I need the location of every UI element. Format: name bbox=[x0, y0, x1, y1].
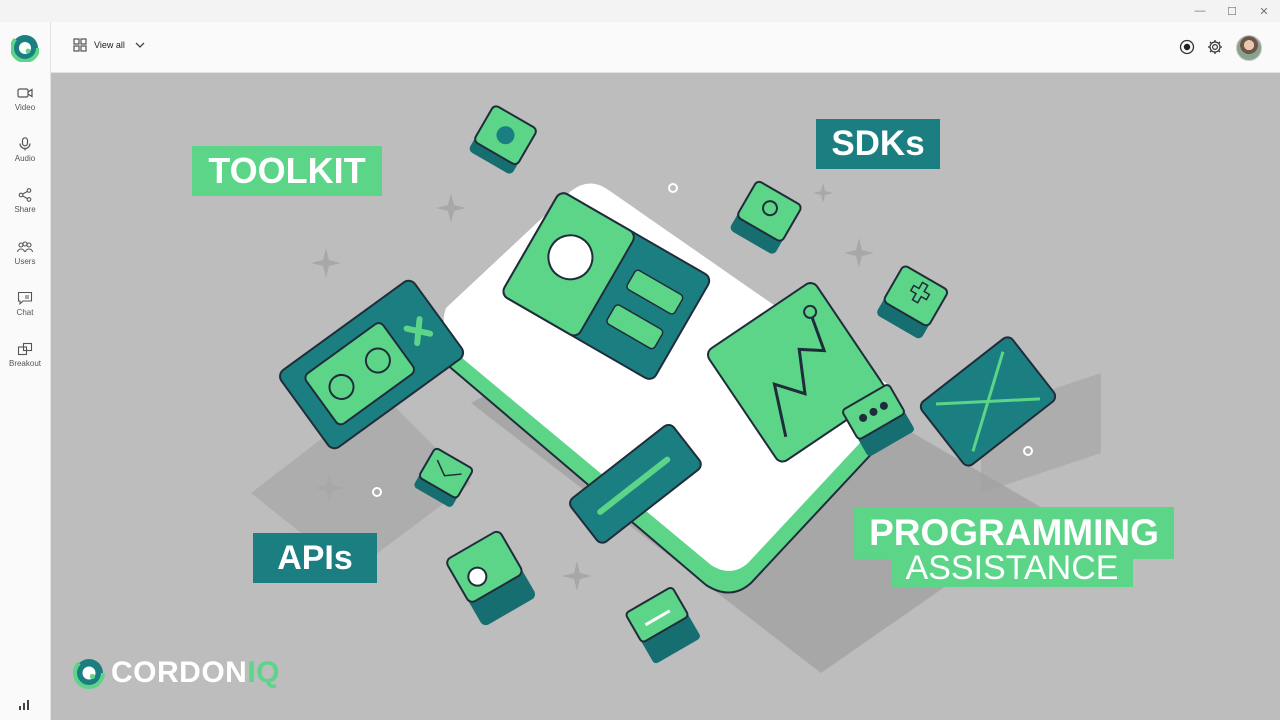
sidebar-item-label: Chat bbox=[16, 308, 34, 317]
brand-name: CORDONIQ bbox=[111, 656, 280, 690]
settings-button[interactable] bbox=[1205, 37, 1225, 57]
sidebar: Video Audio Share Users Chat Breakout bbox=[0, 22, 51, 720]
view-all-label: View all bbox=[94, 40, 125, 50]
sdks-label: SDKs bbox=[816, 119, 940, 169]
maximize-button[interactable]: ☐ bbox=[1227, 5, 1237, 18]
sidebar-item-breakout[interactable]: Breakout bbox=[0, 338, 50, 382]
brand-name-main: CORDON bbox=[111, 656, 248, 689]
grid-icon bbox=[73, 38, 87, 52]
view-all-dropdown[interactable]: View all bbox=[73, 38, 145, 52]
main-stage: TOOLKIT SDKs APIs PROGRAMMING ASSISTANCE… bbox=[51, 73, 1280, 720]
window-titlebar: — ☐ ✕ bbox=[0, 0, 1280, 22]
app-logo-icon[interactable] bbox=[11, 34, 39, 62]
record-icon bbox=[1179, 39, 1195, 55]
assistance-label: ASSISTANCE bbox=[891, 549, 1133, 587]
users-icon bbox=[16, 241, 34, 253]
brand-name-accent: IQ bbox=[247, 656, 281, 689]
sidebar-item-label: Video bbox=[14, 103, 36, 112]
chevron-down-icon bbox=[135, 42, 145, 48]
video-camera-icon bbox=[17, 88, 33, 98]
sidebar-item-users[interactable]: Users bbox=[0, 236, 50, 280]
brand-logo: CORDONIQ bbox=[73, 656, 280, 690]
sidebar-item-chat[interactable]: Chat bbox=[0, 287, 50, 331]
share-icon bbox=[18, 188, 32, 202]
minimize-button[interactable]: — bbox=[1194, 5, 1206, 17]
sidebar-item-video[interactable]: Video bbox=[0, 82, 50, 126]
network-stats-icon[interactable] bbox=[18, 700, 30, 710]
record-button[interactable] bbox=[1177, 37, 1197, 57]
sidebar-item-label: Audio bbox=[14, 154, 36, 163]
gear-icon bbox=[1208, 40, 1222, 54]
sidebar-item-label: Breakout bbox=[8, 359, 42, 368]
breakout-icon bbox=[17, 342, 33, 356]
apis-label: APIs bbox=[253, 533, 377, 583]
close-button[interactable]: ✕ bbox=[1259, 5, 1269, 18]
sidebar-item-label: Share bbox=[14, 205, 36, 214]
chat-icon bbox=[17, 291, 33, 305]
top-toolbar: View all bbox=[51, 22, 1280, 73]
microphone-icon bbox=[19, 137, 31, 151]
sidebar-item-label: Users bbox=[14, 257, 36, 266]
sidebar-item-audio[interactable]: Audio bbox=[0, 133, 50, 177]
sidebar-item-share[interactable]: Share bbox=[0, 184, 50, 228]
toolkit-label: TOOLKIT bbox=[192, 146, 382, 196]
developer-tools-illustration bbox=[251, 105, 1101, 673]
user-avatar[interactable] bbox=[1236, 35, 1262, 61]
cordoniq-logo-icon bbox=[73, 657, 105, 689]
